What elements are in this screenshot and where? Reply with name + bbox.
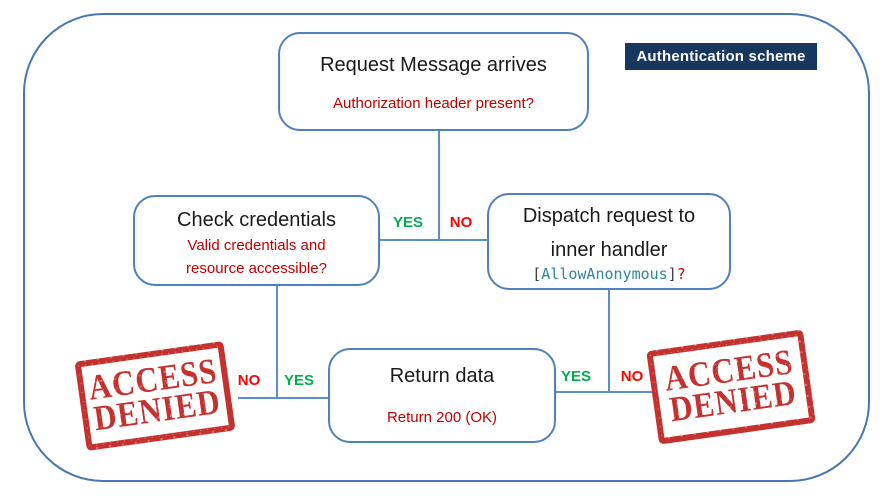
node-return-question: Return 200 (OK): [386, 409, 498, 426]
node-return-title: Return data: [389, 365, 495, 387]
connector-request-down: [438, 131, 440, 240]
node-check-title: Check credentials: [177, 209, 336, 231]
connector-dispatch-branch-horizontal: [556, 391, 656, 393]
connector-dispatch-down: [608, 290, 610, 393]
node-request-title: Request Message arrives: [320, 54, 547, 76]
branch-label-anon-no: NO: [620, 368, 644, 385]
node-dispatch-code-line: [AllowAnonymous]?: [532, 265, 686, 283]
node-check-credentials: Check credentials Valid credentials and …: [133, 195, 380, 286]
branch-label-auth-yes: YES: [392, 214, 423, 231]
connector-check-branch-horizontal: [238, 397, 328, 399]
branch-label-auth-no: NO: [449, 214, 473, 231]
code-question-mark: ?: [676, 265, 686, 283]
scheme-title-label: Authentication scheme: [636, 48, 806, 65]
branch-label-cred-yes: YES: [283, 372, 314, 389]
code-close-bracket: ]: [667, 265, 677, 283]
node-check-question-line2: resource accessible?: [186, 260, 327, 277]
code-allowanonymous: AllowAnonymous: [541, 265, 668, 283]
branch-label-cred-no: NO: [237, 372, 261, 389]
node-request-message: Request Message arrives Authorization he…: [278, 32, 589, 131]
node-dispatch-request: Dispatch request to inner handler [Allow…: [487, 193, 731, 290]
node-dispatch-title-line1: Dispatch request to: [522, 205, 696, 227]
branch-label-anon-yes: YES: [560, 368, 591, 385]
code-open-bracket: [: [532, 265, 542, 283]
node-request-question: Authorization header present?: [333, 95, 534, 112]
scheme-title-badge: Authentication scheme: [625, 43, 817, 70]
diagram-outer-border: [23, 13, 870, 482]
node-return-data: Return data Return 200 (OK): [328, 348, 556, 443]
connector-check-down: [276, 286, 278, 399]
node-check-question-line1: Valid credentials and: [187, 237, 326, 254]
connector-request-branch-horizontal: [380, 239, 487, 241]
node-dispatch-title-line2: inner handler: [550, 239, 668, 261]
